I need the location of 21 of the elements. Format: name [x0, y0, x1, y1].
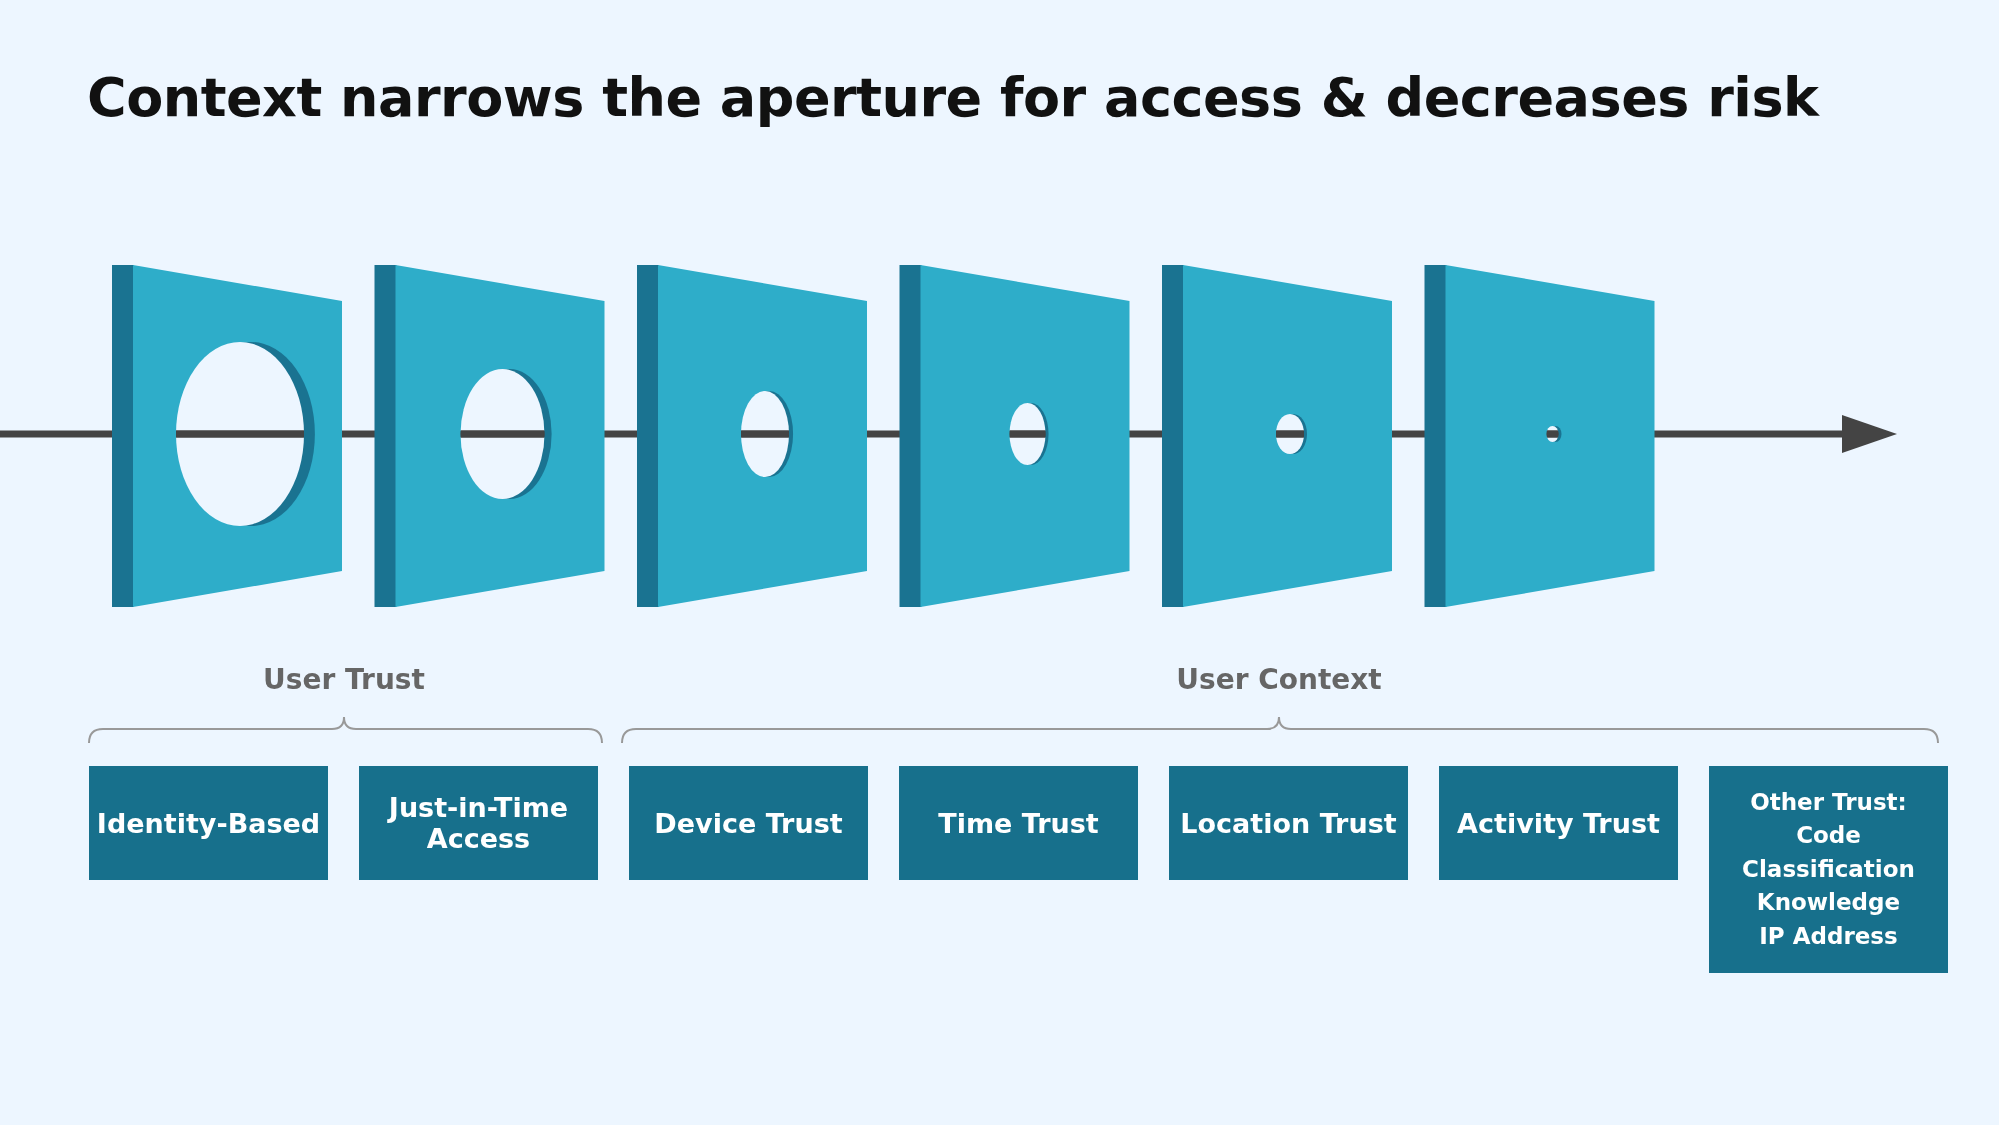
box-text: Device Trust [654, 807, 843, 839]
box-text: Just-in-Time Access [386, 792, 570, 854]
category-box [89, 766, 328, 880]
box-text: Knowledge [1756, 888, 1901, 918]
box-text: Classification [1742, 854, 1915, 884]
category-box [629, 766, 868, 880]
box-text: Location Trust [1180, 807, 1397, 839]
title: Context narrows the aperture for access & decreases risk [87, 66, 1819, 129]
group-label: User Trust [263, 663, 425, 696]
box-text: Time Trust [938, 807, 1099, 839]
category-box [1169, 766, 1408, 880]
box-text: Activity Trust [1457, 807, 1660, 839]
category-box [1709, 766, 1948, 973]
box-text: Identity-Based [96, 807, 321, 839]
category-box [899, 766, 1138, 880]
group-label: User Context [1176, 663, 1382, 696]
box-text: Code [1796, 821, 1861, 851]
category-box [359, 766, 598, 880]
category-box [1439, 766, 1678, 880]
box-text: Other Trust: [1750, 788, 1907, 818]
box-text: IP Address [1759, 921, 1898, 951]
